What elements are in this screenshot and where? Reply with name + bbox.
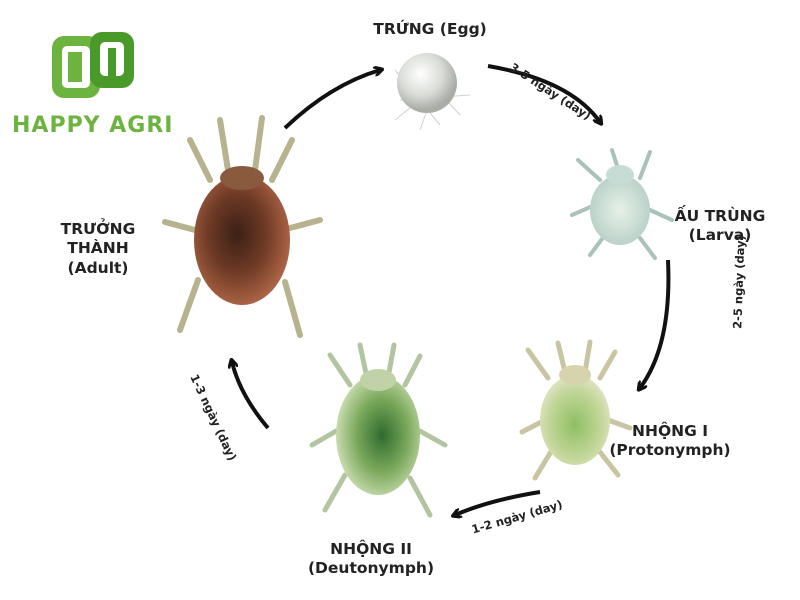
stage-larva-line2: (Larva) [688,226,752,245]
arrow-egg-to-larva [487,64,600,122]
stage-deuto-line1: NHỘNG II [330,540,412,558]
stage-deuto-line2: (Deutonymph) [307,559,435,578]
arrow-deuto-to-adult [232,362,270,430]
brand-name: HAPPY AGRI [12,113,174,138]
arrow-proto-to-deuto [455,490,541,515]
arrow-adult-to-egg [283,70,380,130]
stage-label-deutonymph: NHỘNG II (Deutonymph) [296,540,446,579]
stage-label-adult: TRƯỞNG THÀNH (Adult) [38,220,158,278]
stage-adult-line1: TRƯỞNG [60,220,136,238]
stage-adult-line3: (Adult) [67,258,129,277]
stage-larva-line1: ẤU TRÙNG [674,207,766,225]
stage-proto-line1: NHỘNG I [632,422,708,440]
stage-egg-line1: TRỨNG (Egg) [373,20,487,38]
stage-label-larva: ẤU TRÙNG (Larva) [660,207,780,246]
stage-label-egg: TRỨNG (Egg) [355,20,505,39]
happy-agri-logo-icon [52,32,134,98]
stage-adult-line2: THÀNH [67,239,129,258]
stage-label-protonymph: NHỘNG I (Protonymph) [600,422,740,461]
arrow-larva-to-proto [640,259,671,388]
stage-proto-line2: (Protonymph) [609,441,731,460]
